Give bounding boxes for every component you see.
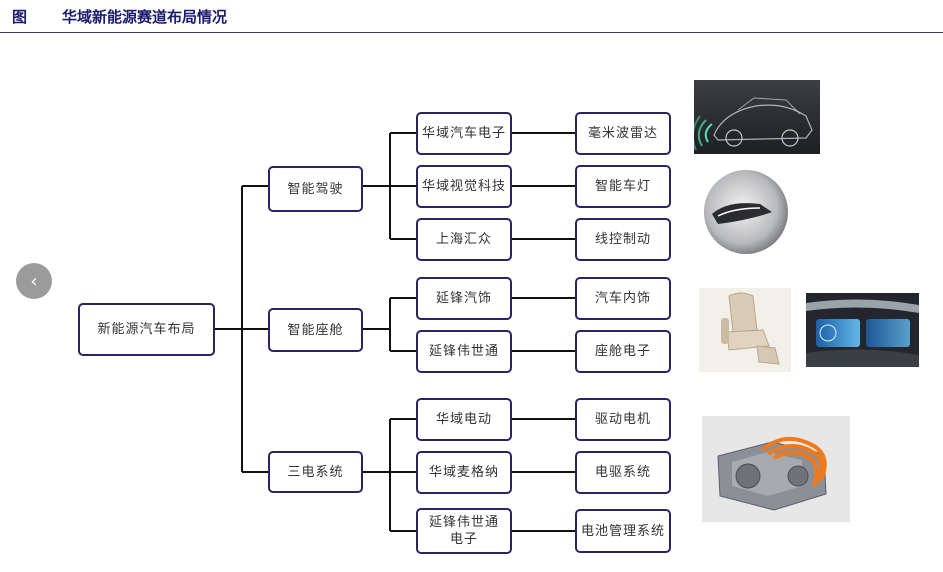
company-node: 上海汇众 bbox=[416, 218, 512, 261]
root-node: 新能源汽车布局 bbox=[78, 303, 215, 356]
figure-header: 图 华域新能源赛道布局情况 bbox=[0, 0, 943, 33]
branch-smart-cockpit: 智能座舱 bbox=[268, 308, 363, 352]
product-node: 电池管理系统 bbox=[575, 509, 671, 553]
chevron-left-icon: ‹ bbox=[30, 270, 38, 292]
product-node: 线控制动 bbox=[575, 218, 671, 261]
product-node: 智能车灯 bbox=[575, 165, 671, 208]
company-node: 延锋伟世通 bbox=[416, 330, 512, 373]
company-node: 延锋伟世通电子 bbox=[416, 508, 512, 554]
car-seat-photo bbox=[699, 288, 791, 372]
branch-smart-driving: 智能驾驶 bbox=[268, 166, 363, 212]
electric-drive-photo bbox=[702, 416, 850, 522]
product-node: 汽车内饰 bbox=[575, 277, 671, 320]
product-node: 驱动电机 bbox=[575, 398, 671, 441]
product-node: 毫米波雷达 bbox=[575, 112, 671, 155]
product-node: 座舱电子 bbox=[575, 330, 671, 373]
branch-three-electric: 三电系统 bbox=[268, 451, 363, 493]
company-node: 延锋汽饰 bbox=[416, 277, 512, 320]
company-node: 华域汽车电子 bbox=[416, 112, 512, 155]
headlight-photo bbox=[698, 166, 790, 254]
prev-arrow-button[interactable]: ‹ bbox=[16, 263, 52, 299]
figure-title: 华域新能源赛道布局情况 bbox=[62, 8, 228, 26]
company-node: 华域麦格纳 bbox=[416, 451, 512, 494]
car-radar-photo bbox=[694, 80, 820, 154]
product-node: 电驱系统 bbox=[575, 451, 671, 494]
figure-label: 图 bbox=[12, 8, 28, 26]
cockpit-display-photo bbox=[806, 293, 919, 367]
company-node: 华域视觉科技 bbox=[416, 165, 512, 208]
company-node: 华域电动 bbox=[416, 398, 512, 441]
